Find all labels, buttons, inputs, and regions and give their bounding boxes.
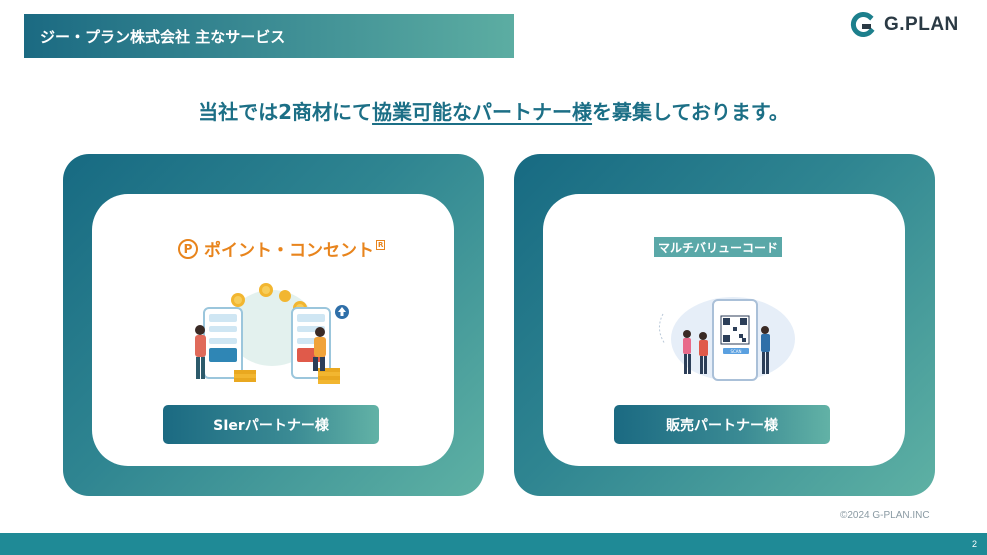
g-logo-icon bbox=[850, 12, 875, 37]
point-consent-name: ポイント・コンセント bbox=[204, 241, 374, 261]
point-exchange-illustration bbox=[195, 283, 349, 384]
header-title: ジー・プラン株式会社 主なサービス bbox=[40, 27, 286, 46]
card-point-consent: P ポイント・コンセント R bbox=[92, 194, 454, 466]
card-multi-value-code: マルチバリューコード SCAN 販売パートナー様 bbox=[543, 194, 905, 466]
headline-after: を募集しております。 bbox=[592, 100, 789, 124]
scan-label: SCAN bbox=[730, 349, 741, 354]
point-consent-brand: P ポイント・コンセント R bbox=[178, 236, 386, 261]
multi-value-code-brand: マルチバリューコード bbox=[654, 237, 783, 257]
headline: 当社では2商材にて協業可能なパートナー様を募集しております。 bbox=[0, 96, 987, 125]
logo-text: G.PLAN bbox=[884, 14, 959, 35]
footer-bar: 2 bbox=[0, 533, 987, 555]
sales-partner-button[interactable]: 販売パートナー様 bbox=[614, 405, 830, 444]
header-banner: ジー・プラン株式会社 主なサービス bbox=[24, 14, 514, 58]
panel-multi-value-code: マルチバリューコード SCAN 販売パートナー様 bbox=[514, 154, 935, 496]
panel-point-consent: P ポイント・コンセント R bbox=[63, 154, 484, 496]
sier-partner-button[interactable]: SIerパートナー様 bbox=[163, 405, 379, 444]
headline-highlight: 協業可能なパートナー様 bbox=[372, 100, 593, 124]
copyright: ©2024 G-PLAN.INC bbox=[840, 510, 930, 521]
qr-scan-illustration: SCAN bbox=[659, 297, 795, 381]
point-p-icon: P bbox=[178, 238, 198, 259]
page-number: 2 bbox=[971, 539, 977, 549]
registered-mark: R bbox=[376, 240, 386, 250]
company-logo: G.PLAN bbox=[850, 12, 959, 38]
headline-before: 当社では2商材にて bbox=[198, 100, 373, 124]
